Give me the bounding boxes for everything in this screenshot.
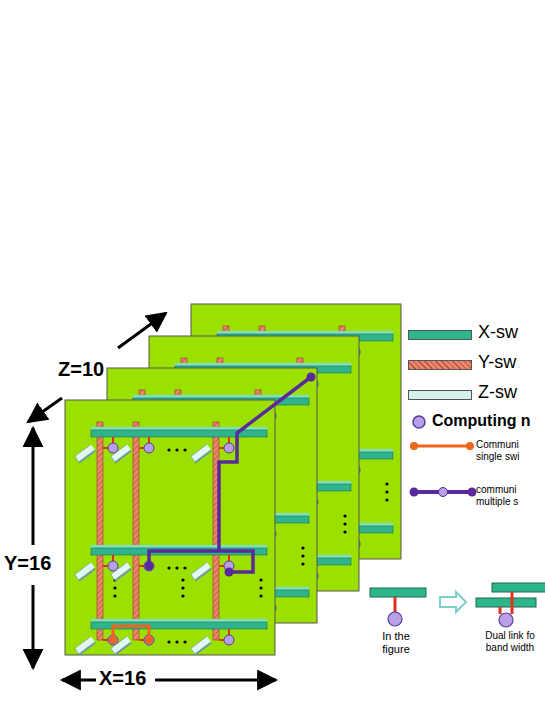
legend-text: Z-sw	[478, 382, 517, 403]
legend-swatch	[408, 390, 472, 400]
legend-text: X-sw	[478, 322, 518, 343]
legend-text: Y-sw	[478, 352, 516, 373]
legend-text: communi multiple s	[476, 484, 542, 507]
inset-caption: Dual link fo band width	[478, 630, 542, 653]
board-plane	[65, 400, 275, 655]
inset-caption: In the figure	[370, 630, 422, 655]
board-stack	[65, 304, 401, 655]
dimension-label: Y=16	[4, 552, 51, 575]
legend-text: Communi single swi	[476, 439, 542, 462]
dimension-label: Z=10	[58, 358, 104, 381]
dimension-label: X=16	[99, 667, 146, 690]
dimension-arrows	[28, 313, 276, 680]
legend-swatch	[408, 360, 472, 370]
legend-swatch	[408, 330, 472, 340]
legend-samples	[370, 416, 545, 627]
legend-text: Computing n	[432, 412, 531, 430]
